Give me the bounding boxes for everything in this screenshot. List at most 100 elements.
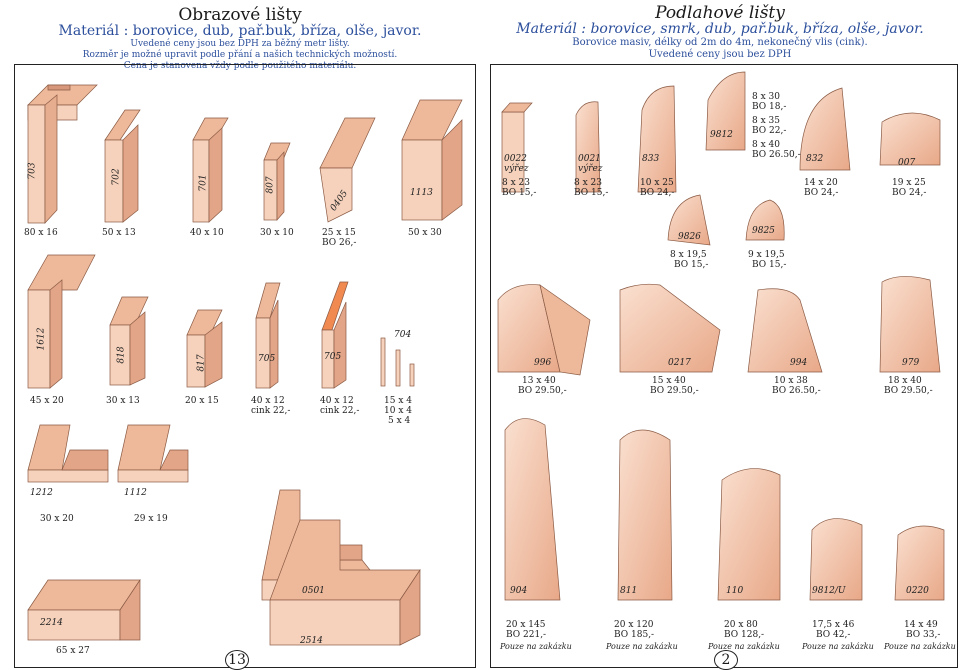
code-0217: 0217 [668, 358, 691, 368]
profile-817 [186, 309, 223, 388]
dim-1112: 29 x 19 [134, 514, 168, 524]
code-2214: 2214 [40, 618, 63, 628]
profile-703 [27, 84, 98, 224]
dim-994: 10 x 38 [774, 376, 808, 386]
code-705-b: 705 [324, 352, 342, 362]
profile-2214 [27, 578, 141, 641]
profile-832 [799, 87, 851, 171]
dim-996: 13 x 40 [522, 376, 556, 386]
price-9825: BO 15,- [752, 260, 787, 270]
price-994: BO 26.50,- [772, 386, 821, 396]
profile-1212 [27, 424, 109, 483]
dim-110: 20 x 80 [724, 620, 758, 630]
code-832: 832 [806, 154, 824, 164]
dim-0405: 25 x 15 [322, 228, 356, 238]
price-833: BO 24,- [640, 188, 675, 198]
dim-702: 50 x 13 [102, 228, 136, 238]
left-note-2: Rozměr je možné upravit podle přání a na… [82, 50, 398, 60]
dim-704-b: 10 x 4 [384, 406, 412, 416]
code-9826: 9826 [678, 232, 701, 242]
price-832: BO 24,- [804, 188, 839, 198]
price-0022: BO 15,- [502, 188, 537, 198]
left-note-1: Uvedené ceny jsou bez DPH za běžný metr … [130, 39, 350, 49]
code-702: 702 [111, 168, 122, 186]
page-number-left: 13 [225, 650, 249, 670]
left-material: Materiál : borovice, dub, pař.buk, bříza… [58, 23, 422, 39]
profile-811 [617, 429, 673, 601]
profile-0021 [575, 101, 601, 193]
code-110: 110 [726, 586, 744, 596]
profile-702 [104, 109, 141, 223]
code-007: 007 [898, 158, 916, 168]
right-header: Podlahové lišty Materiál : borovice, smr… [500, 4, 940, 61]
note-110: Pouze na zakázku [708, 642, 780, 651]
dim-704-a: 15 x 4 [384, 396, 412, 406]
dim-817: 20 x 15 [185, 396, 219, 406]
dim-705-b: 40 x 12 [320, 396, 354, 406]
profile-705-b [321, 281, 349, 389]
code-818: 818 [116, 346, 127, 364]
dim-9812-a: 8 x 30 [752, 92, 780, 102]
profile-9812u [809, 518, 863, 601]
code-1612: 1612 [36, 327, 47, 351]
note-904: Pouze na zakázku [500, 642, 572, 651]
price-705-b: cink 22,- [320, 406, 360, 416]
dim-1612: 45 x 20 [30, 396, 64, 406]
profile-904 [504, 418, 561, 601]
code-701: 701 [198, 174, 209, 192]
price-811: BO 185,- [614, 630, 655, 640]
price-9812-c: BO 26.50,- [752, 150, 801, 160]
code-9812u: 9812/U [812, 586, 846, 596]
profile-701 [192, 117, 229, 223]
code-0021: 0021 [578, 154, 601, 164]
code-833: 833 [642, 154, 660, 164]
profile-1612 [27, 254, 96, 389]
price-9812-b: BO 22,- [752, 126, 787, 136]
code-1112: 1112 [124, 488, 147, 498]
profile-996 [497, 284, 591, 376]
price-007: BO 24,- [892, 188, 927, 198]
dim-811: 20 x 120 [614, 620, 654, 630]
dim-979: 18 x 40 [888, 376, 922, 386]
left-note-3: Cena je stanovena vždy podle použitého m… [123, 61, 357, 71]
code-9812: 9812 [710, 130, 733, 140]
profile-0217 [619, 283, 721, 373]
right-title: Podlahové lišty [655, 3, 785, 23]
profile-994 [747, 288, 823, 373]
code-705-a: 705 [258, 354, 276, 364]
profile-007 [879, 112, 941, 166]
price-904: BO 221,- [506, 630, 547, 640]
dim-9825: 9 x 19,5 [748, 250, 785, 260]
profile-0022 [501, 102, 533, 193]
price-0021: BO 15,- [574, 188, 609, 198]
profile-704 [380, 337, 415, 387]
profile-2514 [269, 519, 421, 646]
note-0220: Pouze na zakázku [884, 642, 956, 651]
price-0405: BO 26,- [322, 238, 357, 248]
dim-807: 30 x 10 [260, 228, 294, 238]
page-number-right: 2 [714, 650, 738, 670]
code-1113: 1113 [410, 188, 433, 198]
code-811: 811 [620, 586, 638, 596]
dim-704-c: 5 x 4 [388, 416, 411, 426]
profile-705-a [255, 282, 281, 389]
dim-9812-c: 8 x 40 [752, 140, 780, 150]
left-title: Obrazové lišty [178, 5, 302, 25]
dim-701: 40 x 10 [190, 228, 224, 238]
dim-818: 30 x 13 [106, 396, 140, 406]
right-material: Materiál : borovice, smrk, dub, pař.buk,… [516, 21, 924, 37]
code-996: 996 [534, 358, 552, 368]
code-9825: 9825 [752, 226, 775, 236]
profile-9826 [667, 194, 711, 246]
code-817: 817 [196, 354, 207, 372]
dim-9812u: 17,5 x 46 [812, 620, 855, 630]
price-9812u: BO 42,- [816, 630, 851, 640]
dim-832: 14 x 20 [804, 178, 838, 188]
profile-807 [263, 142, 291, 221]
profile-833 [637, 85, 677, 193]
dim-007: 19 x 25 [892, 178, 926, 188]
dim-0217: 15 x 40 [652, 376, 686, 386]
code-0220: 0220 [906, 586, 929, 596]
price-705-a: cink 22,- [251, 406, 291, 416]
code-904: 904 [510, 586, 528, 596]
